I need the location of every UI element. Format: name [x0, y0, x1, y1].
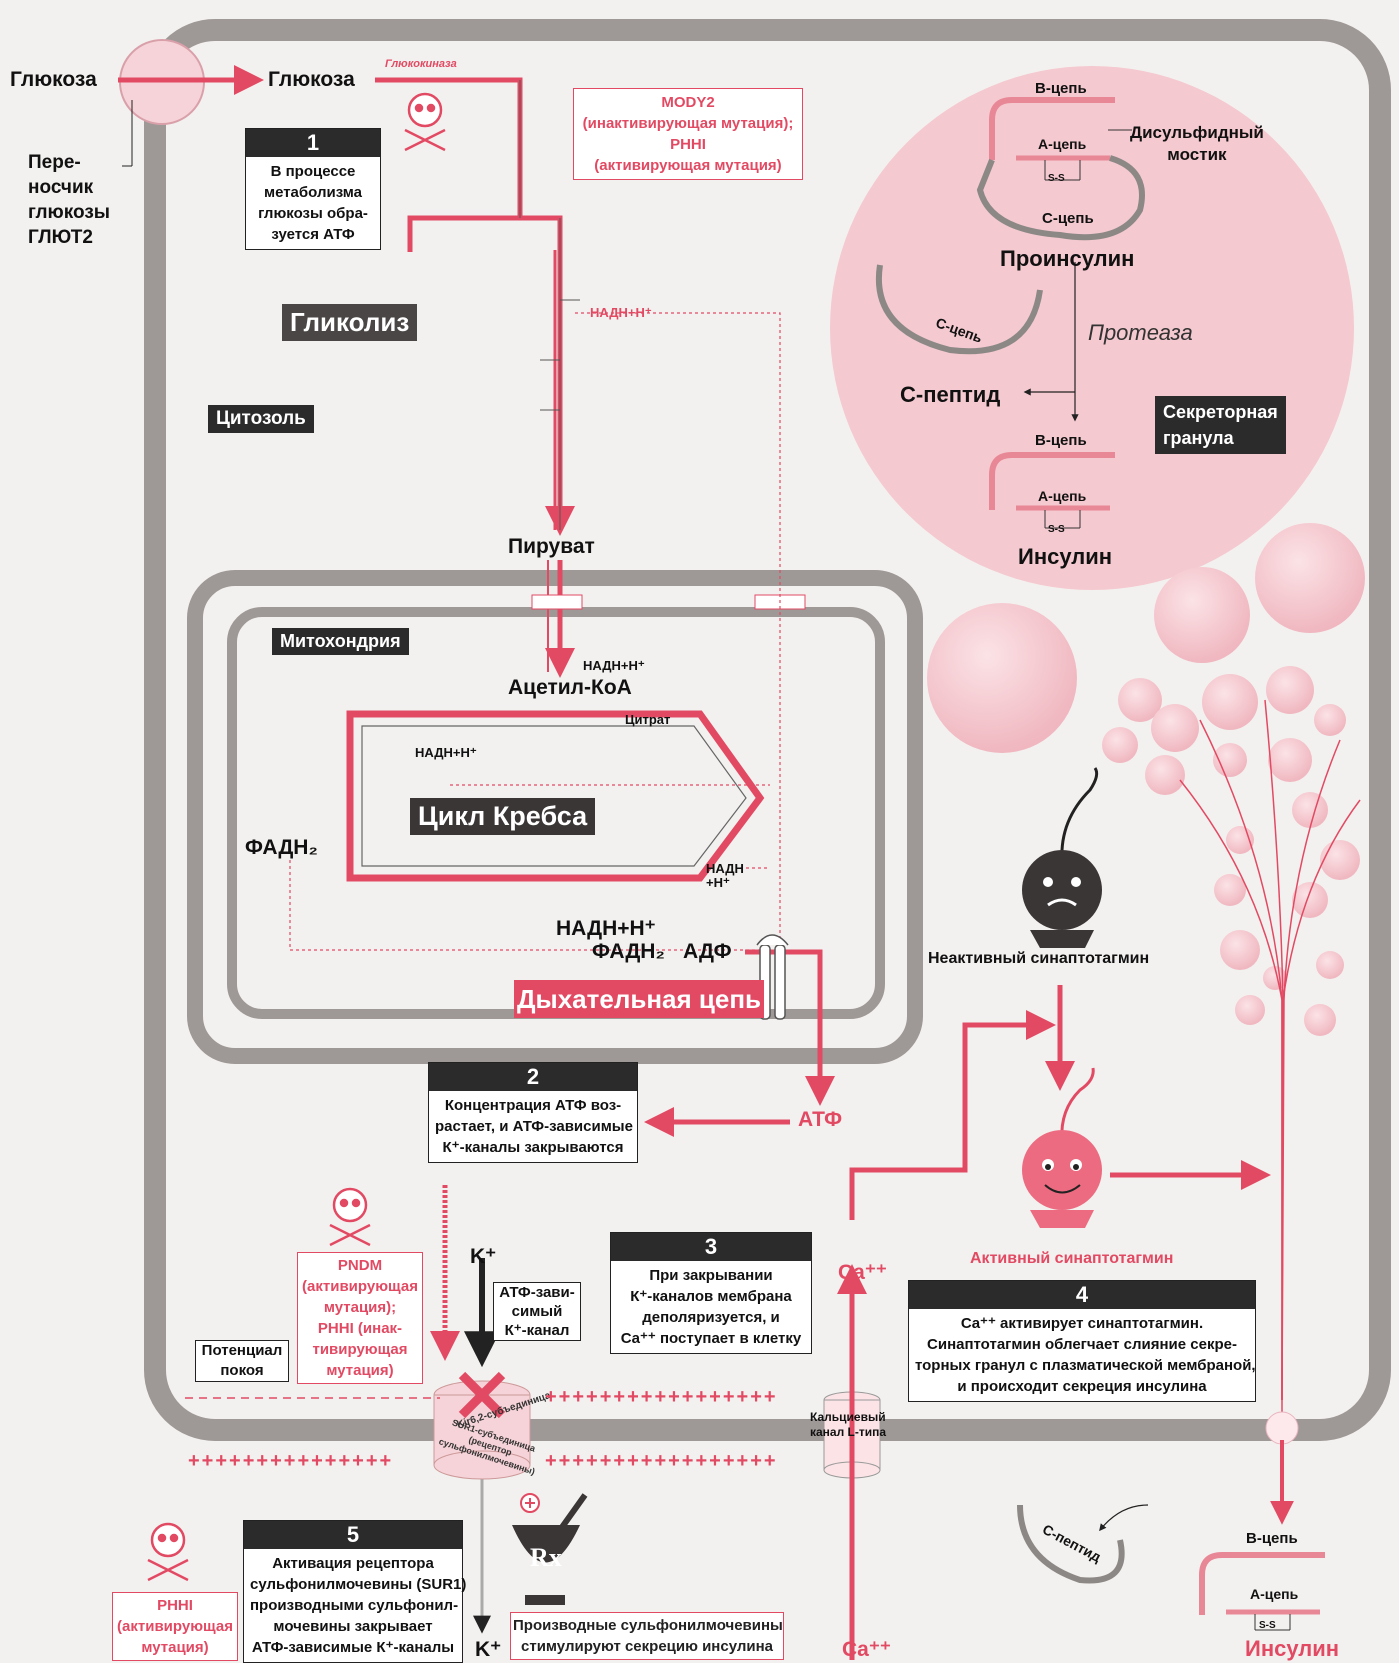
- atp-synthase: [756, 934, 789, 1020]
- nadh-label-5: НАДН+Н⁺: [556, 917, 656, 940]
- plus-row-inside: +++++++++++++++++: [545, 1386, 778, 1408]
- mody2-box: MODY2 (инактивирующая мутация); PHHI (ак…: [573, 88, 803, 180]
- skull-icon-phhi: [147, 1522, 189, 1582]
- step-2-box: 2 Концентрация АТФ воз- растает, и АТФ-з…: [428, 1062, 638, 1163]
- insulin-shape: [989, 452, 1115, 529]
- acetyl-coa-label: Ацетил-КоА: [508, 676, 632, 699]
- outside-insulin-shape: [1199, 1552, 1325, 1631]
- insulin-granule-label: Инсулин: [1018, 544, 1113, 569]
- nadh-label-4: НАДН +Н⁺: [706, 861, 744, 890]
- proinsulin-label: Проинсулин: [1000, 246, 1135, 271]
- step-3-box: 3 При закрывании К⁺-каналов мембрана деп…: [610, 1232, 812, 1354]
- rx-label: Rx: [530, 1543, 562, 1572]
- mitochondrion-label: Митохондрия: [272, 628, 409, 655]
- skull-icon-glucokinase: [404, 92, 446, 152]
- step-1-number: 1: [246, 129, 380, 157]
- step-4-text: Ca⁺⁺ активирует синаптотагмин. Синаптота…: [915, 1315, 1256, 1395]
- step-2-number: 2: [429, 1063, 637, 1091]
- nadh-label-1: НАДН+Н⁺: [590, 305, 652, 320]
- fadh2-bottom-label: ФАДН₂: [592, 940, 665, 963]
- cytosol-label: Цитозоль: [208, 405, 314, 433]
- secretory-granule-label: Секреторная гранула: [1155, 396, 1286, 454]
- step-5-number: 5: [244, 1521, 462, 1549]
- glut2-label: Пере- носчик глюкозы ГЛЮТ2: [28, 152, 111, 248]
- c-chain-label: С-цепь: [1042, 210, 1094, 227]
- krebs-cycle-label: Цикл Кребса: [410, 798, 596, 835]
- protease-label: Протеаза: [1088, 320, 1193, 345]
- b-chain-label: В-цепь: [1035, 80, 1087, 97]
- granule-bubbles: [927, 523, 1365, 1036]
- mortar-pestle-icon: [512, 1493, 588, 1605]
- atp-label: АТФ: [798, 1108, 843, 1131]
- plus-row-right: +++++++++++++++++: [545, 1450, 778, 1472]
- pyruvate-label: Пируват: [508, 535, 595, 558]
- step-3-number: 3: [611, 1233, 811, 1261]
- cell-membrane: [144, 19, 1391, 1441]
- secretory-granule-circle: [830, 66, 1354, 590]
- closed-x-mark: [458, 1371, 506, 1419]
- step-4-number: 4: [909, 1281, 1255, 1309]
- active-synaptotagmin-figure: [1022, 1067, 1102, 1228]
- glucokinase-label: Глюкокиназа: [385, 58, 457, 70]
- outside-a-chain-label: А-цепь: [1250, 1586, 1299, 1602]
- proinsulin-shape: [976, 97, 1145, 241]
- glucose-outside-label: Глюкоза: [10, 68, 97, 91]
- ca-inside-label: Ca⁺⁺: [838, 1261, 888, 1284]
- step-4-box: 4 Ca⁺⁺ активирует синаптотагмин. Синапто…: [908, 1280, 1256, 1402]
- nadh-label-3: НАДН+Н⁺: [415, 745, 477, 760]
- adp-label: АДФ: [683, 940, 732, 963]
- step-5-text: Активация рецептора сульфонилмочевины (S…: [250, 1555, 467, 1656]
- step-3-text: При закрывании К⁺-каналов мембрана депол…: [620, 1267, 802, 1347]
- citrate-label: Цитрат: [625, 712, 671, 727]
- inactive-synaptotagmin-figure: [1022, 767, 1102, 948]
- c-peptide-label: С-пептид: [900, 382, 1001, 407]
- outside-ss-label: S-S: [1259, 1620, 1276, 1631]
- b-chain-2-label: В-цепь: [1035, 432, 1087, 449]
- k-plus-top-label: K⁺: [470, 1245, 497, 1268]
- exocytosis-pore: [1265, 1411, 1299, 1445]
- outside-insulin-label: Инсулин: [1245, 1636, 1340, 1661]
- a-chain-label: А-цепь: [1038, 136, 1087, 152]
- resting-potential-box: Потенциал покоя: [195, 1340, 289, 1382]
- sulfonylurea-box: Производные сульфонилмочевины стимулирую…: [510, 1612, 784, 1660]
- disulfide-bridge-label: Дисульфидный мостик: [1130, 123, 1264, 164]
- mito-outer-membrane: [187, 570, 923, 1064]
- exocytosis-lines: [1179, 699, 1361, 1420]
- k-plus-bottom-label: K⁺: [475, 1638, 502, 1661]
- ss-2-label: S-S: [1048, 524, 1065, 535]
- outside-c-peptide-curve: [1017, 1504, 1125, 1584]
- c-peptide-curve: [875, 264, 1043, 355]
- step-5-box: 5 Активация рецептора сульфонилмочевины …: [243, 1520, 467, 1663]
- respiratory-chain-label: Дыхательная цепь: [514, 980, 764, 1018]
- krebs-cycle-path: [346, 710, 765, 882]
- step-2-text: Концентрация АТФ воз- растает, и АТФ-зав…: [435, 1097, 633, 1156]
- glycolysis-label: Гликолиз: [282, 304, 418, 341]
- step-1-text: В процессе метаболизма глюкозы обра- зуе…: [258, 163, 368, 243]
- a-chain-2-label: А-цепь: [1038, 488, 1087, 504]
- fadh2-left-label: ФАДН₂: [245, 836, 318, 859]
- active-synaptotagmin-label: Активный синаптотагмин: [970, 1250, 1174, 1267]
- calcium-channel-label: Кальциевый канал L-типа: [810, 1410, 887, 1439]
- phhi-box: PHHI (активирующая мутация): [112, 1592, 238, 1661]
- nadh-label-2: НАДН+Н⁺: [583, 658, 645, 673]
- pndm-box: PNDM (активирующая мутация); PHHI (инак-…: [297, 1252, 423, 1384]
- outside-b-chain-label: В-цепь: [1246, 1530, 1298, 1547]
- step-1-box: 1 В процессе метаболизма глюкозы обра- з…: [245, 128, 381, 250]
- inactive-synaptotagmin-label: Неактивный синаптотагмин: [928, 950, 1150, 967]
- glucose-inside-label: Глюкоза: [268, 68, 355, 91]
- plus-row-left: +++++++++++++++: [188, 1450, 394, 1472]
- ca-outside-label: Ca⁺⁺: [842, 1638, 892, 1661]
- katp-channel-box: АТФ-зави- симый К⁺-канал: [493, 1282, 581, 1341]
- ss-label: S-S: [1048, 173, 1065, 184]
- skull-icon-pndm: [329, 1187, 371, 1247]
